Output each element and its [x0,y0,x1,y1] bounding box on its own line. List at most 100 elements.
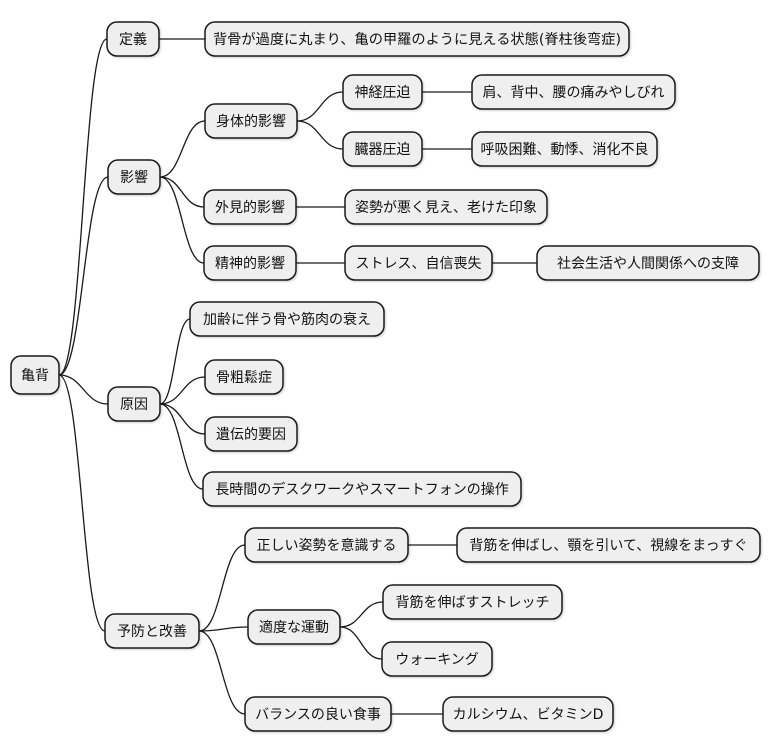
node-box [202,471,522,507]
node-box [203,245,297,281]
edge-eikyo-seishin [159,176,205,264]
node-box [342,131,423,167]
edge-eikyo-shintai [159,120,206,178]
node-box [203,189,297,225]
mindmap-node-kokyu: 呼吸困難、動悸、消化不良 [471,131,658,167]
node-box [471,131,658,167]
mindmap-node-calcium: カルシウム、ビタミンD [442,696,614,732]
node-label: 肩、背中、腰の痛みやしびれ [483,84,665,101]
node-box [107,386,161,422]
edge-tekido-sesuji2 [339,601,384,628]
node-label: 社会生活や人間関係への支障 [557,256,739,272]
edge-genin-kotsu [159,376,206,405]
node-box [536,245,760,281]
mindmap-node-chouji: 長時間のデスクワークやスマートフォンの操作 [202,471,522,507]
node-label: 背筋を伸ばし、顎を引いて、視線をまっすぐ [469,537,747,554]
node-label: 精神的影響 [215,255,285,272]
node-label: 遺伝的要因 [216,427,286,443]
node-box [244,527,409,563]
node-label: バランスの良い食事 [255,706,381,723]
node-box [204,21,630,57]
node-box [204,359,284,395]
edge-genin-karei [159,318,191,405]
node-label: 背筋を伸ばすストレッチ [396,594,550,611]
mindmap-node-shinkei: 神経圧迫 [342,74,423,110]
node-label: 呼吸困難、動悸、消化不良 [481,142,649,158]
node-box [204,103,298,139]
node-box [456,527,761,563]
edge-yobo-tekido [198,626,249,632]
node-box [442,696,614,732]
mindmap-node-genin: 原因 [107,386,161,422]
mindmap-node-shintai: 身体的影響 [204,103,298,139]
node-label: ウォーキング [395,652,479,668]
mindmap-node-shisei: 姿勢が悪く見え、老けた印象 [344,189,548,225]
node-box [344,189,548,225]
node-label: 臓器圧迫 [355,142,411,158]
mindmap-node-teigi_text: 背骨が過度に丸まり、亀の甲羅のように見える状態(脊柱後弯症) [204,21,630,57]
mindmap-node-baransu: バランスの良い食事 [244,696,392,732]
node-box [106,21,160,57]
edge-yobo-baransu [198,630,246,715]
edge-root-teigi [58,38,108,376]
node-label: 亀背 [21,368,49,384]
mindmap-node-sesuji1: 背筋を伸ばし、顎を引いて、視線をまっすぐ [456,527,761,563]
node-box [344,245,493,281]
mindmap-node-karei: 加齢に伴う骨や筋肉の衰え [189,301,385,337]
mindmap-node-kata: 肩、背中、腰の痛みやしびれ [471,74,676,110]
node-box [342,74,423,110]
node-box [104,613,200,649]
mindmap-node-root: 亀背 [10,355,60,395]
node-label: 身体的影響 [216,113,286,130]
mindmap-node-seishin: 精神的影響 [203,245,297,281]
edge-root-genin [58,374,109,405]
edge-shintai-shinkei [296,91,344,122]
edge-eikyo-gaiken [159,176,205,208]
mindmap-node-eikyo: 影響 [107,159,161,195]
node-label: ストレス、自信喪失 [356,256,482,272]
mindmap-node-kotsu: 骨粗鬆症 [204,359,284,395]
mindmap-node-sutoresu: ストレス、自信喪失 [344,245,493,281]
mindmap-node-teigi: 定義 [106,21,160,57]
node-label: 定義 [119,31,147,48]
mindmap-node-gaiken: 外見的影響 [203,189,297,225]
node-label: 加齢に伴う骨や筋肉の衰え [203,311,371,328]
node-label: 長時間のデスクワークやスマートフォンの操作 [215,481,509,498]
edge-yobo-tadashii [198,544,246,632]
node-label: 外見的影響 [215,199,285,216]
edge-shintai-zoki [296,120,344,150]
node-box [382,584,563,620]
node-box [107,159,161,195]
node-box [10,355,60,395]
edge-tekido-walking [339,626,383,660]
edge-root-eikyo [58,176,109,376]
node-label: カルシウム、ビタミンD [453,707,604,723]
node-label: 神経圧迫 [355,85,411,101]
node-label: 適度な運動 [259,619,329,636]
edge-root-yobo [58,374,106,632]
node-label: 骨粗鬆症 [216,370,272,386]
node-box [189,301,385,337]
node-label: 予防と改善 [117,624,187,640]
node-label: 影響 [120,169,148,186]
node-box [204,416,298,452]
mindmap-node-shakai: 社会生活や人間関係への支障 [536,245,760,281]
node-label: 背骨が過度に丸まり、亀の甲羅のように見える状態(脊柱後弯症) [213,31,621,48]
node-box [381,641,493,677]
mindmap-node-tadashii: 正しい姿勢を意識する [244,527,409,563]
mindmap-node-tekido: 適度な運動 [247,609,341,645]
mindmap-node-sesuji2: 背筋を伸ばすストレッチ [382,584,563,620]
mindmap-node-iden: 遺伝的要因 [204,416,298,452]
mindmap-node-yobo: 予防と改善 [104,613,200,649]
node-box [244,696,392,732]
mindmap-node-walking: ウォーキング [381,641,493,677]
edge-genin-iden [159,403,206,435]
node-box [471,74,676,110]
node-box [247,609,341,645]
node-label: 姿勢が悪く見え、老けた印象 [355,200,537,216]
node-label: 原因 [120,397,148,413]
mindmap-node-zoki: 臓器圧迫 [342,131,423,167]
edge-genin-chouji [159,403,204,490]
